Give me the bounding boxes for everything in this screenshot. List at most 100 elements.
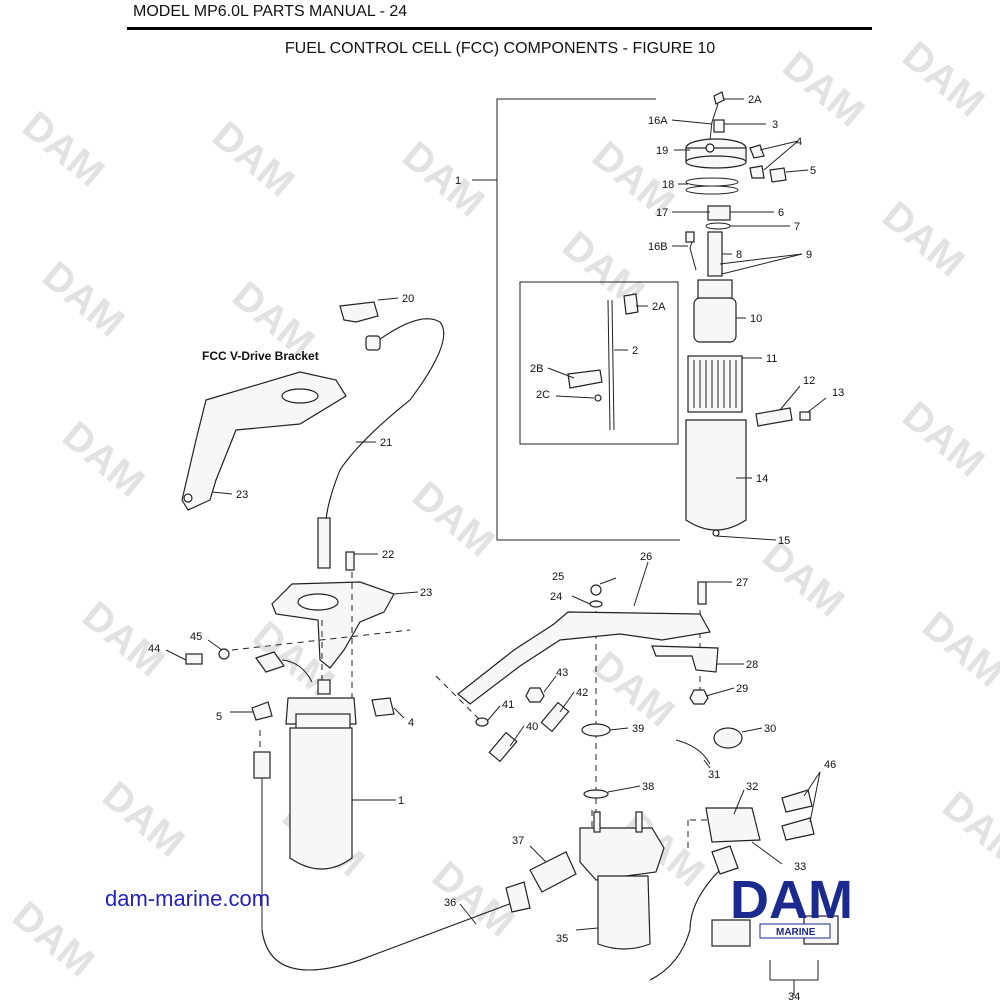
- elbow-fitting-5: [769, 167, 787, 183]
- connector-16b: [685, 231, 695, 243]
- callout-21: 21: [380, 437, 392, 449]
- callout-1: 1: [455, 175, 461, 187]
- fitting-37: [529, 851, 577, 893]
- callout-4-bot: 4: [408, 717, 414, 729]
- callout-5: 5: [810, 165, 816, 177]
- logo-main-text: DAM: [730, 870, 853, 930]
- v-drive-bracket-group: [181, 297, 445, 669]
- watermark: DAM: [554, 223, 652, 315]
- inset-screw-2c: [594, 394, 602, 402]
- hose-36-nut-top: [253, 751, 271, 779]
- callout-39: 39: [632, 723, 644, 735]
- regulator-6: [707, 205, 731, 221]
- elbow-fitting-4b: [749, 165, 765, 179]
- watermark: DAM: [914, 603, 1000, 695]
- watermark: DAM: [204, 113, 302, 205]
- watermark: DAM: [874, 193, 972, 285]
- watermark: DAM: [894, 393, 992, 485]
- wire-harness: [709, 103, 719, 141]
- inset-connector-2a: [623, 293, 639, 315]
- watermark: DAM: [584, 643, 682, 735]
- clip-fitting: [255, 651, 285, 673]
- callout-22: 22: [382, 549, 394, 561]
- elbow-fitting-4: [749, 144, 765, 159]
- callout-41: 41: [502, 699, 514, 711]
- screw-22: [345, 551, 355, 571]
- callout-2a-inset: 2A: [652, 301, 666, 313]
- bolt-27: [697, 581, 707, 605]
- watermark: DAM: [424, 853, 522, 945]
- callout-7: 7: [794, 221, 800, 233]
- manual-title: MODEL MP6.0L PARTS MANUAL - 24: [133, 3, 408, 20]
- header-rule: [127, 27, 872, 30]
- callout-11: 11: [766, 353, 777, 365]
- callout-46: 46: [824, 759, 836, 771]
- bolt-42: [540, 701, 570, 733]
- callout-16a: 16A: [648, 115, 668, 127]
- callout-14: 14: [756, 473, 768, 485]
- callout-19: 19: [656, 145, 668, 157]
- washer-24: [589, 600, 603, 608]
- callout-35: 35: [556, 933, 568, 945]
- clamp-30: [713, 727, 743, 749]
- cover-port: [705, 143, 715, 153]
- nut-43: [525, 687, 545, 703]
- dam-marine-logo: DAM MARINE: [730, 870, 853, 939]
- watermark: DAM: [894, 33, 992, 125]
- connector-2a-part: [713, 91, 725, 105]
- nut-25: [590, 584, 602, 596]
- callout-16b: 16B: [648, 241, 668, 253]
- terminal-post-2: [635, 811, 643, 833]
- callout-28: 28: [746, 659, 758, 671]
- canister-35: [597, 875, 651, 950]
- callout-31: 31: [708, 769, 720, 781]
- callout-45: 45: [190, 631, 202, 643]
- callout-27: 27: [736, 577, 748, 589]
- top-cover-base: [685, 155, 747, 169]
- bracket-bolt-hole: [183, 493, 193, 503]
- callout-34: 34: [788, 991, 800, 1000]
- callout-labels: 1 2A 16A 3 4 19 5 18 17 6 7 16B 8 9 2A 1…: [148, 94, 844, 1000]
- callout-2: 2: [632, 345, 638, 357]
- top-fitting: [317, 679, 331, 695]
- mount-bracket-hole: [297, 593, 339, 611]
- washer-41: [475, 717, 489, 727]
- bolt-40: [488, 731, 518, 763]
- watermark: DAM: [754, 533, 852, 625]
- watermark: DAM: [404, 473, 502, 565]
- drain-plug-15: [712, 529, 720, 537]
- callout-29: 29: [736, 683, 748, 695]
- callout-2b: 2B: [530, 363, 543, 375]
- callout-24: 24: [550, 591, 562, 603]
- callout-23-mid: 23: [420, 587, 432, 599]
- callout-8: 8: [736, 249, 742, 261]
- watermark: DAM: [54, 413, 152, 505]
- watermark: DAM: [774, 43, 872, 135]
- callout-36: 36: [444, 897, 456, 909]
- harness-inset: [519, 281, 679, 445]
- callout-1-bot: 1: [398, 795, 404, 807]
- grommet-39: [581, 723, 611, 737]
- bracket-26: [457, 611, 711, 705]
- fitting-part: [713, 119, 725, 133]
- fcc-canister-1: [289, 727, 353, 870]
- fitting-12: [755, 407, 793, 427]
- watermark: DAM: [934, 783, 1000, 875]
- callout-26: 26: [640, 551, 652, 563]
- filter-element-11: [687, 355, 743, 413]
- o-ring-18: [685, 177, 739, 187]
- watermark: DAM: [34, 253, 132, 345]
- callout-18: 18: [662, 179, 674, 191]
- hose-fitting-nut: [317, 517, 331, 569]
- website-link[interactable]: dam-marine.com: [105, 886, 271, 911]
- callout-33: 33: [794, 861, 806, 873]
- elbow-5: [251, 701, 273, 721]
- harness-connector: [711, 845, 739, 875]
- washer-38: [583, 789, 609, 799]
- elbow-4: [371, 697, 395, 717]
- bracket-hole: [281, 388, 319, 404]
- bracket-26-group: [457, 561, 763, 799]
- callout-42: 42: [576, 687, 588, 699]
- callout-2c: 2C: [536, 389, 550, 401]
- logo-sub-text: MARINE: [776, 927, 816, 938]
